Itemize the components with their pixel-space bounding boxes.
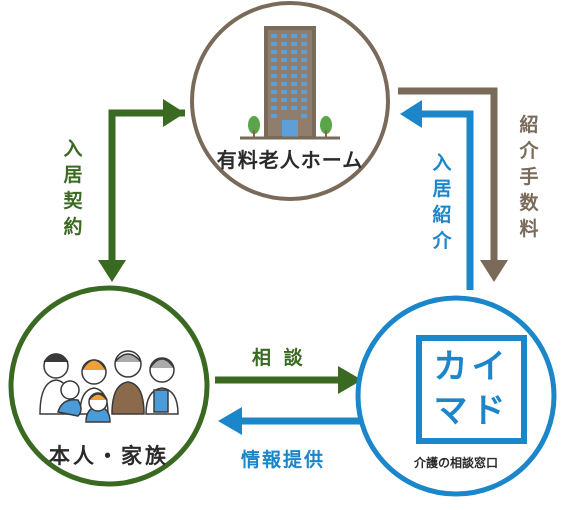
family-icon	[39, 350, 179, 423]
kaimado-node	[355, 295, 557, 497]
building-icon	[240, 26, 340, 140]
contract-arrow	[98, 99, 185, 282]
kaimado-sublabel: 介護の相談窓口	[413, 456, 498, 470]
kaimado-logo	[416, 335, 527, 444]
info-label: 情報提供	[241, 449, 326, 471]
consultation-label: 相 談	[252, 347, 306, 369]
family-node	[8, 285, 210, 487]
consultation-arrow	[215, 366, 362, 394]
info-arrow	[218, 407, 362, 435]
nursing-home-label: 有料老人ホーム	[216, 148, 364, 172]
family-label: 本人・家族	[49, 444, 169, 468]
referral-fee-arrow	[398, 87, 508, 282]
referral-arrow	[400, 100, 474, 290]
kaimado-logo-line1: カイ	[433, 347, 510, 387]
contract-label: 入 居 契 約	[63, 138, 83, 238]
kaimado-logo-line2: マド	[433, 391, 510, 431]
referral-label: 入 居 紹 介	[432, 152, 452, 252]
referral-fee-label: 紹 介 手 数 料	[519, 114, 539, 240]
